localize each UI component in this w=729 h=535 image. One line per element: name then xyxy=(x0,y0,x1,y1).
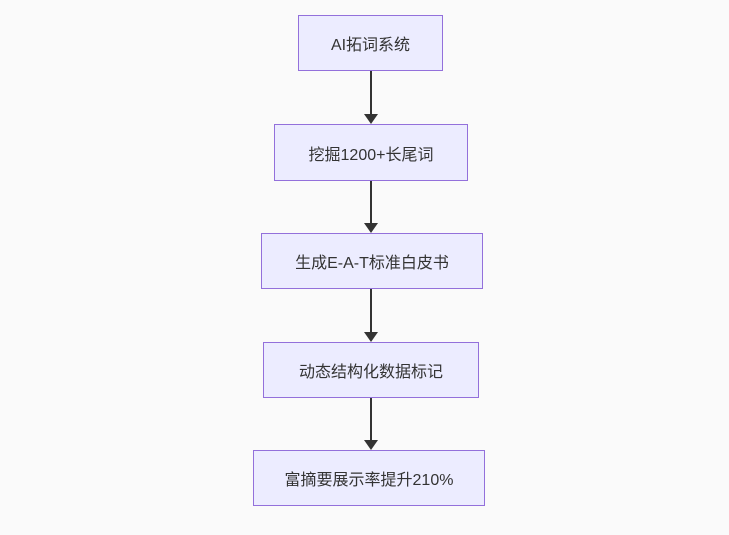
arrow-line xyxy=(370,289,372,332)
arrow-head-icon xyxy=(364,114,378,124)
arrow-head-icon xyxy=(364,332,378,342)
flow-arrow xyxy=(363,398,379,450)
flow-node: 生成E-A-T标准白皮书 xyxy=(261,233,483,289)
arrow-line xyxy=(370,398,372,440)
flow-node-label: 生成E-A-T标准白皮书 xyxy=(295,255,449,272)
flow-node: 挖掘1200+长尾词 xyxy=(274,124,468,181)
flow-arrow xyxy=(363,289,379,342)
flow-arrow xyxy=(363,71,379,124)
flow-node-label: AI拓词系统 xyxy=(330,37,411,54)
flow-node-label: 挖掘1200+长尾词 xyxy=(308,146,434,164)
flow-node: 动态结构化数据标记 xyxy=(263,342,479,398)
arrow-line xyxy=(370,71,372,114)
arrow-head-icon xyxy=(364,223,378,233)
arrow-head-icon xyxy=(364,440,378,450)
flow-arrow xyxy=(363,181,379,233)
arrow-line xyxy=(370,181,372,223)
flow-node-label: 富摘要展示率提升210% xyxy=(284,472,454,489)
flow-node: AI拓词系统 xyxy=(298,15,443,71)
flow-node-label: 动态结构化数据标记 xyxy=(298,364,443,381)
flow-node: 富摘要展示率提升210% xyxy=(253,450,485,506)
